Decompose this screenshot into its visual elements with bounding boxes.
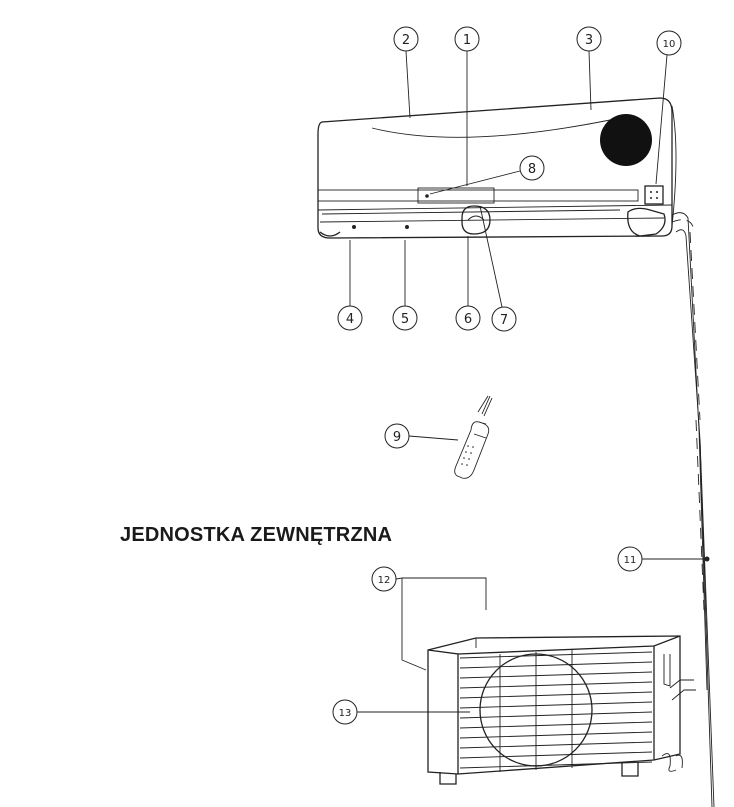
svg-text:2: 2 — [402, 33, 410, 48]
outdoor-unit — [427, 635, 696, 785]
connecting-piping — [671, 212, 715, 807]
callout-3: 3 — [576, 26, 602, 111]
display-strip — [317, 189, 639, 202]
svg-text:12: 12 — [378, 575, 391, 586]
callout-13: 13 — [332, 699, 470, 725]
svg-text:9: 9 — [393, 430, 401, 445]
svg-text:3: 3 — [585, 33, 593, 48]
outdoor-unit-heading: JEDNOSTKA ZEWNĘTRZNA — [120, 524, 393, 546]
callout-5: 5 — [392, 240, 418, 331]
callout-1: 1 — [454, 26, 480, 186]
svg-text:5: 5 — [401, 312, 409, 327]
callout-9: 9 — [384, 423, 459, 449]
svg-text:11: 11 — [624, 555, 637, 566]
indicator-panel — [644, 185, 664, 205]
remote-control — [454, 395, 493, 479]
svg-text:13: 13 — [339, 708, 352, 719]
callout-7: 7 — [479, 205, 517, 332]
sensor-disc — [600, 114, 652, 166]
svg-text:8: 8 — [528, 162, 536, 177]
outdoor-fan — [479, 653, 593, 767]
louver-knob — [461, 205, 491, 235]
callout-10: 10 — [655, 30, 682, 185]
svg-text:10: 10 — [663, 39, 676, 50]
callout-4: 4 — [337, 240, 363, 331]
svg-text:6: 6 — [464, 312, 472, 327]
callout-11: 11 — [617, 546, 710, 572]
svg-text:1: 1 — [463, 33, 471, 48]
display-window — [417, 187, 495, 204]
callout-8: 8 — [429, 155, 545, 195]
callout-6: 6 — [455, 236, 481, 331]
svg-text:7: 7 — [500, 313, 508, 328]
callout-2: 2 — [393, 26, 419, 119]
indoor-unit — [317, 97, 677, 239]
callout-12: 12 — [371, 566, 487, 671]
svg-text:4: 4 — [346, 312, 354, 327]
